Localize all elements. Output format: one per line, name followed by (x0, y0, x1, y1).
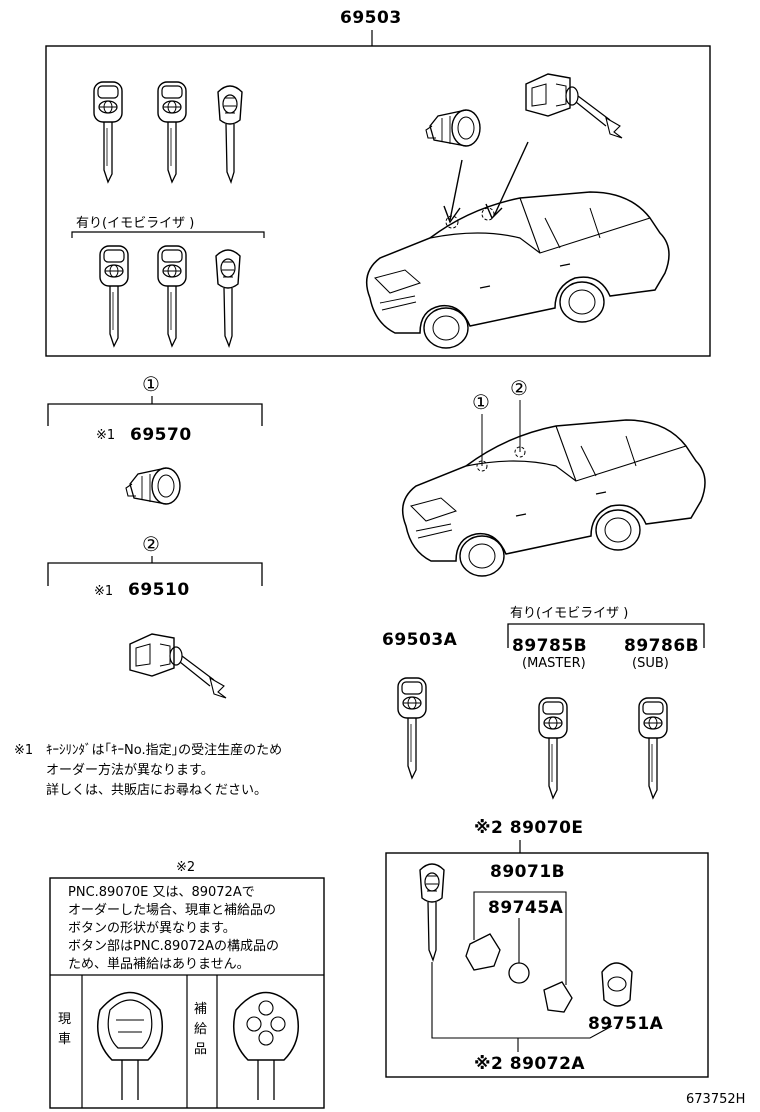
main-kit-box (45, 45, 711, 357)
replacement-remote-head (233, 991, 299, 1100)
main-part-number: 69503 (340, 8, 402, 28)
note-2-line-4: ボタン部はPNC.89072Aの構成品の (68, 939, 280, 954)
callout-2-marker: ② (142, 532, 160, 556)
car-marker-1: ① (472, 390, 490, 414)
note-2-line-5: ため、単品補給はありません。 (68, 957, 250, 972)
note-2-current-label: 現車 (58, 1012, 72, 1047)
current-remote-head (97, 991, 163, 1100)
note-2-mark: ※2 (176, 860, 196, 875)
button-pad-shape (465, 933, 501, 971)
master-key-part-number: 89785B (512, 636, 588, 656)
right-immobilizer-label: 有り(イモビライザ ) (510, 606, 629, 621)
note-1-line-1: ｷｰｼﾘﾝﾀﾞは｢ｷｰNo.指定｣の受注生産のため (46, 743, 283, 758)
battery-shape (508, 962, 530, 984)
remote-kit-box (385, 852, 709, 1078)
sub-key-part-number: 89786B (624, 636, 700, 656)
note-1-mark: ※1 (14, 743, 34, 758)
part-89751a: 89751A (588, 1014, 664, 1034)
callout-1-note-mark: ※1 (96, 428, 116, 443)
note-1-line-3: 詳しくは、共販店にお尋ねください。 (46, 783, 268, 798)
footer-code: 673752H (686, 1092, 746, 1107)
remote-assembly-part-number: ※2 89072A (474, 1054, 586, 1074)
part-89071b: 89071B (490, 862, 566, 882)
main-immobilizer-label: 有り(イモビライザ ) (76, 216, 195, 231)
callout-1-part-number: 69570 (130, 425, 192, 445)
key-69503a-part-number: 69503A (382, 630, 458, 650)
note-1-line-2: オーダー方法が異なります。 (46, 763, 214, 778)
case-part-shape (543, 981, 573, 1013)
sub-key-label: (SUB) (632, 656, 669, 671)
note-2-line-3: ボタンの形状が異なります。 (68, 921, 236, 936)
note-2-line-1: PNC.89070E 又は、89072Aで (68, 885, 255, 900)
car-marker-2: ② (510, 376, 528, 400)
note-2-line-2: オーダーした場合、現車と補給品の (68, 903, 277, 918)
remote-kit-part-number: ※2 89070E (474, 818, 584, 838)
master-key-label: (MASTER) (522, 656, 586, 671)
callout-2-note-mark: ※1 (94, 584, 114, 599)
callout-1-marker: ① (142, 372, 160, 396)
callout-2-part-number: 69510 (128, 580, 190, 600)
note-2-replacement-label: 補給品 (194, 1002, 208, 1057)
remote-head-part-shape (601, 962, 633, 1007)
part-89745a: 89745A (488, 898, 564, 918)
